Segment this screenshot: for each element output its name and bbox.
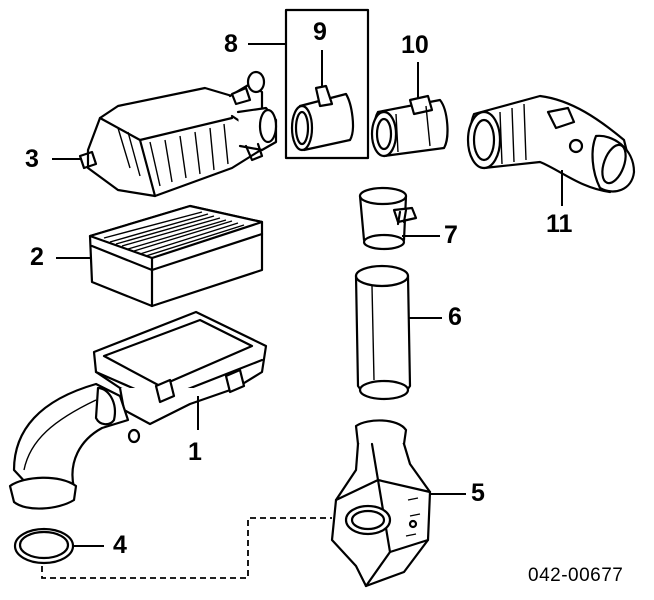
callout-2: 2: [30, 243, 44, 271]
callout-7: 7: [444, 221, 458, 249]
callout-1: 1: [188, 438, 202, 466]
dashed-link-4-5: [41, 517, 332, 579]
part-air-cleaner-housing: [8, 310, 268, 510]
callout-9: 9: [313, 18, 327, 46]
part-air-filter: [88, 204, 264, 308]
callout-11: 11: [546, 210, 573, 238]
part-connector-sleeve: [370, 94, 449, 158]
part-elbow-hose: [466, 94, 636, 194]
callout-10: 10: [401, 31, 429, 59]
callout-4: 4: [113, 531, 127, 559]
callout-5: 5: [471, 479, 485, 507]
leader-lines: [52, 43, 563, 547]
callout-3: 3: [25, 145, 39, 173]
part-air-cleaner-cover: [78, 70, 278, 198]
part-air-tube: [354, 264, 412, 401]
part-seal-ring: [13, 527, 75, 565]
part-sensor-adapter: [358, 186, 418, 251]
callout-6: 6: [448, 303, 462, 331]
callout-8: 8: [224, 30, 238, 58]
part-resonator: [330, 419, 432, 588]
part-mass-airflow-sensor: [284, 8, 370, 160]
reference-number: 042-00677: [528, 565, 624, 586]
